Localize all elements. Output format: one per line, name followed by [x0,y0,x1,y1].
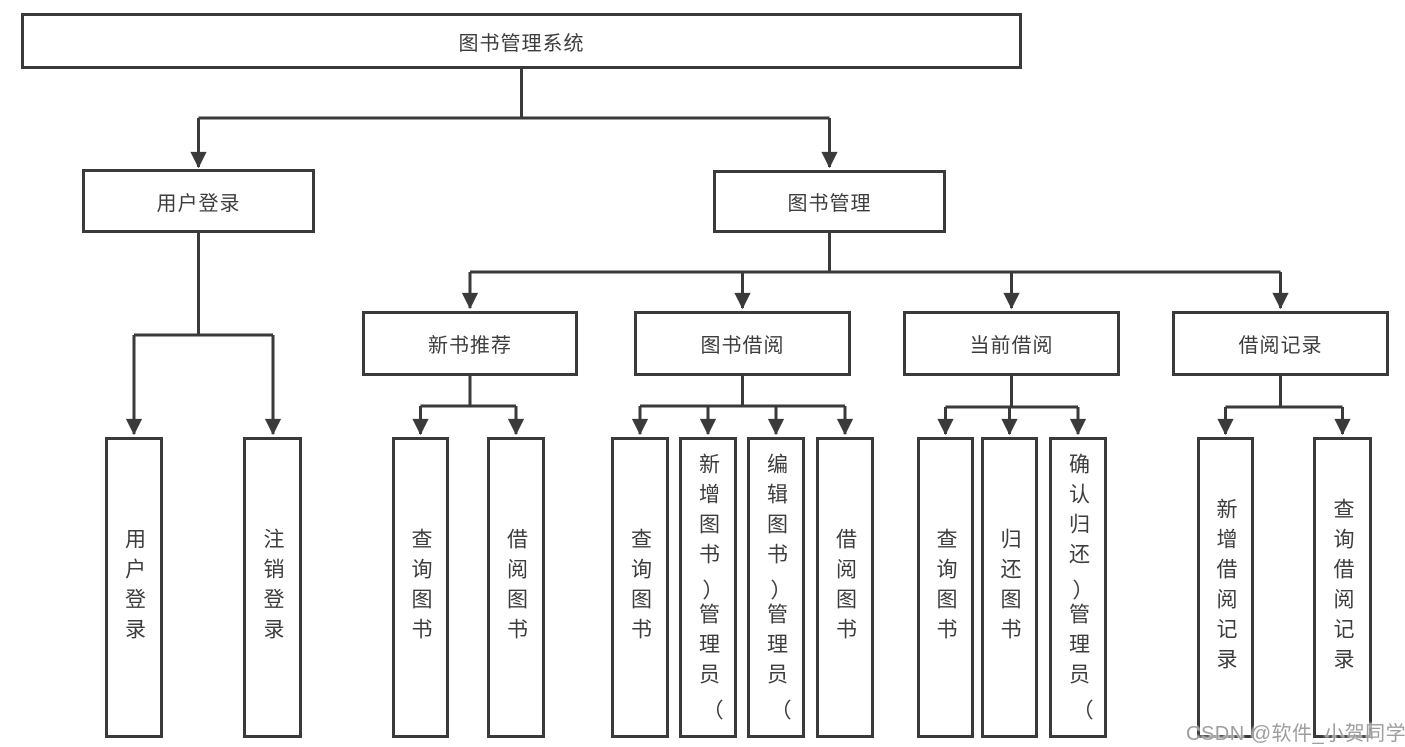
leaf-add-books-admin-label: 新增图书（管理员） [693,452,723,720]
leaf-query-borrow-record: 查询借阅记录 [1313,437,1372,738]
node-borrowing-records: 借阅记录 [1172,311,1389,376]
leaf-query-books-borrowing-label: 查询图书 [628,527,652,648]
leaf-add-borrow-record-label: 新增借阅记录 [1214,497,1237,678]
leaf-borrow-books-borrowing-label: 借阅图书 [833,527,857,648]
leaf-edit-books-admin-label: 编辑图书（管理员） [761,452,791,720]
leaf-borrow-books-recommend: 借阅图书 [487,437,545,738]
leaf-borrow-books-recommend-label: 借阅图书 [504,527,528,648]
leaf-confirm-return-admin-label: 确认归还（管理员） [1063,452,1093,720]
node-library-management-system: 图书管理系统 [21,13,1022,69]
leaf-query-books-borrowing: 查询图书 [611,437,669,738]
leaf-edit-books-admin: 编辑图书（管理员） [747,437,805,738]
node-user-login: 用户登录 [82,169,315,233]
leaf-logout-label: 注销登录 [261,527,284,648]
leaf-query-borrow-record-label: 查询借阅记录 [1331,497,1354,678]
node-book-borrowing: 图书借阅 [634,311,851,376]
leaf-query-books-recommend: 查询图书 [392,437,449,738]
leaf-logout: 注销登录 [243,437,302,738]
leaf-query-books-recommend-label: 查询图书 [409,527,432,648]
leaf-add-books-admin: 新增图书（管理员） [679,437,737,738]
leaf-borrow-books-borrowing: 借阅图书 [816,437,874,738]
leaf-add-borrow-record: 新增借阅记录 [1197,437,1254,738]
leaf-query-books-current: 查询图书 [917,437,974,738]
csdn-watermark: CSDN @软件_小贺同学 [1186,723,1405,745]
node-new-book-recommend: 新书推荐 [362,311,578,376]
node-current-borrowing: 当前借阅 [903,311,1120,376]
leaf-return-books: 归还图书 [981,437,1038,738]
leaf-confirm-return-admin: 确认归还（管理员） [1049,437,1107,738]
leaf-user-login: 用户登录 [105,437,163,738]
leaf-return-books-label: 归还图书 [998,527,1021,648]
node-book-management: 图书管理 [713,170,946,233]
leaf-user-login-label: 用户登录 [122,527,146,648]
leaf-query-books-current-label: 查询图书 [934,527,957,648]
